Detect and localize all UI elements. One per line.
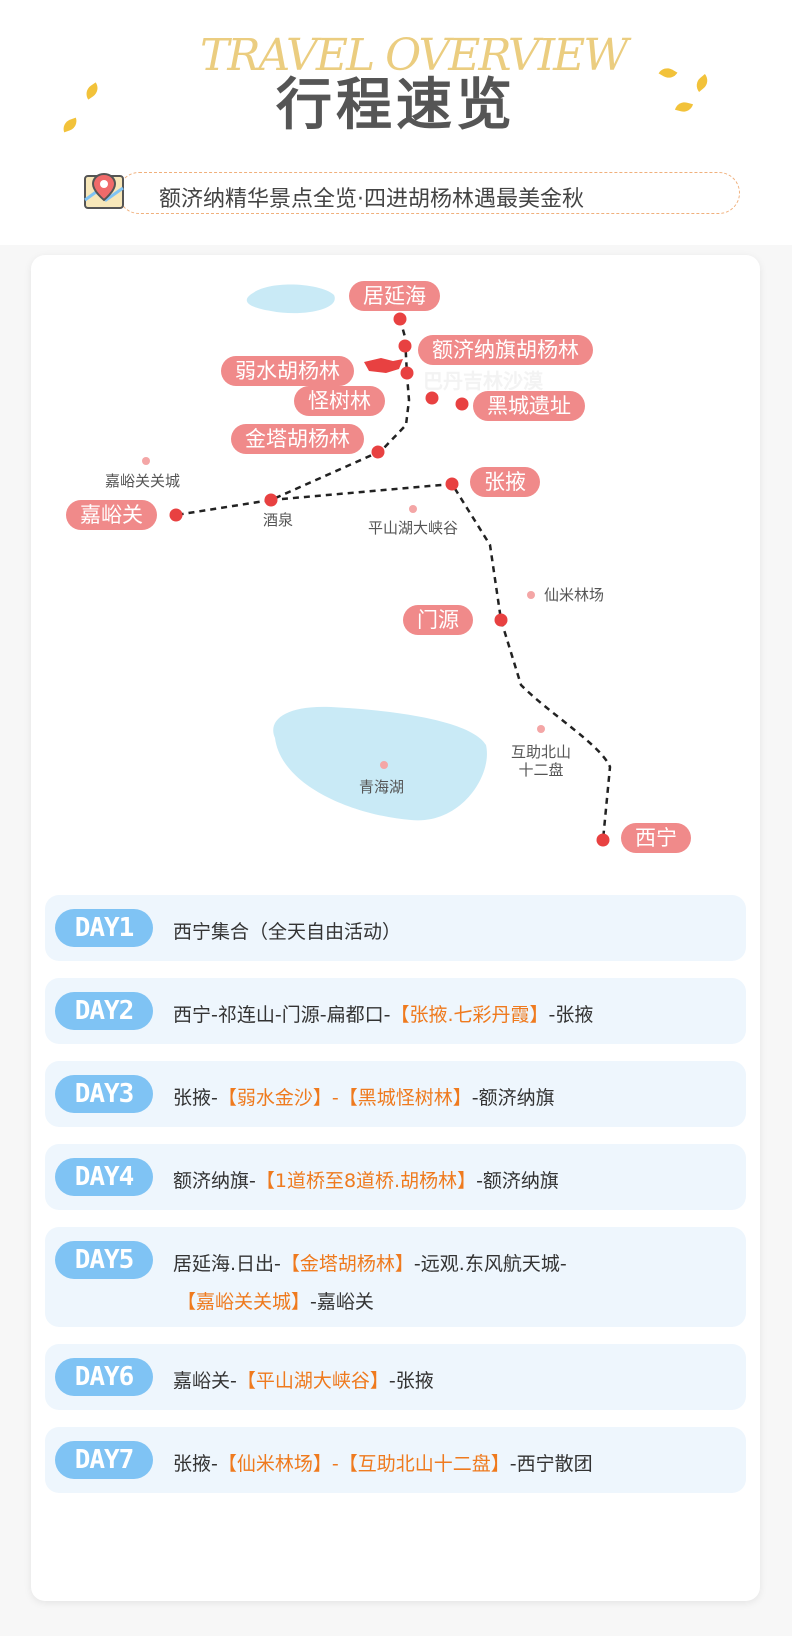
page-title: 行程速览 — [276, 73, 516, 138]
route-point — [445, 477, 459, 491]
subtitle-bar: 额济纳精华景点全览·四进胡杨林遇最美金秋 — [118, 172, 740, 214]
day-badge: DAY1 — [55, 909, 153, 947]
city-label-menyuan: 门源 — [403, 605, 473, 635]
day-badge: DAY2 — [55, 992, 153, 1030]
ruoshui-area — [364, 358, 403, 373]
route-point — [264, 493, 278, 507]
day-row-6: DAY6 嘉峪关-【平山湖大峡谷】-张掖 — [45, 1344, 746, 1410]
day-row-7: DAY7 张掖-【仙米林场】-【互助北山十二盘】-西宁散团 — [45, 1427, 746, 1493]
poi-dot — [527, 591, 535, 599]
city-label-xining: 西宁 — [621, 823, 691, 853]
juyanhai-lake — [246, 284, 335, 314]
route-point — [455, 397, 469, 411]
day-text-line2: 【嘉峪关关城】-嘉峪关 — [177, 1291, 374, 1313]
poi-label-qinghai-lake: 青海湖 — [359, 778, 405, 796]
subtitle: 额济纳精华景点全览·四进胡杨林遇最美金秋 — [159, 187, 584, 212]
day-row-2: DAY2 西宁-祁连山-门源-扁都口-【张掖.七彩丹霞】-张掖 — [45, 978, 746, 1044]
desert-label: 巴丹吉林沙漠 — [423, 369, 543, 393]
day-badge: DAY5 — [55, 1241, 153, 1279]
city-label-ruoshui: 弱水胡杨林 — [221, 356, 354, 386]
day-row-1: DAY1 西宁集合（全天自由活动） — [45, 895, 746, 961]
route-map-graphic — [142, 284, 612, 847]
header: TRAVEL OVERVIEW 行程速览 额济纳精华景点全览·四进胡杨林遇最美金… — [0, 0, 792, 245]
poi-label-huzhu: 互助北山 十二盘 — [511, 743, 572, 779]
day-text: 嘉峪关-【平山湖大峡谷】-张掖 — [173, 1370, 434, 1392]
city-label-jiayuguan: 嘉峪关 — [66, 500, 157, 530]
day-text: 西宁集合（全天自由活动） — [173, 921, 402, 943]
poi-dot — [409, 505, 417, 513]
city-label-jinta: 金塔胡杨林 — [231, 424, 364, 454]
day-row-3: DAY3 张掖-【弱水金沙】-【黑城怪树林】-额济纳旗 — [45, 1061, 746, 1127]
day-text: 额济纳旗-【1道桥至8道桥.胡杨林】-额济纳旗 — [173, 1170, 559, 1192]
route-point — [596, 833, 610, 847]
itinerary-card: 巴丹吉林沙漠 居延海 额济纳旗胡杨林 弱水胡杨林 怪树林 黑城遗址 金塔胡杨林 … — [31, 255, 760, 1601]
city-label-juyanhai: 居延海 — [349, 281, 440, 311]
route-point — [398, 339, 412, 353]
route-line — [270, 482, 612, 841]
script-title: TRAVEL OVERVIEW — [200, 30, 628, 81]
day-row-4: DAY4 额济纳旗-【1道桥至8道桥.胡杨林】-额济纳旗 — [45, 1144, 746, 1210]
route-point — [400, 366, 414, 380]
route-point — [371, 445, 385, 459]
poi-label-jiayuguan-city: 嘉峪关关城 — [105, 472, 181, 490]
route-point — [393, 312, 407, 326]
poi-dot — [380, 761, 388, 769]
route-point — [425, 391, 439, 405]
day-row-5: DAY5 居延海.日出-【金塔胡杨林】-远观.东风航天城- 【嘉峪关关城】-嘉峪… — [45, 1227, 746, 1327]
day-badge: DAY7 — [55, 1441, 153, 1479]
poi-label-jiuquan: 酒泉 — [263, 511, 294, 529]
route-point — [169, 508, 183, 522]
poi-dot — [537, 725, 545, 733]
day-badge: DAY4 — [55, 1158, 153, 1196]
day-badge: DAY6 — [55, 1358, 153, 1396]
poi-label-pingshanhu: 平山湖大峡谷 — [368, 519, 459, 537]
city-label-zhangye: 张掖 — [470, 467, 540, 497]
map-pin-icon — [84, 172, 124, 209]
route-map: 巴丹吉林沙漠 居延海 额济纳旗胡杨林 弱水胡杨林 怪树林 黑城遗址 金塔胡杨林 … — [31, 255, 760, 905]
city-label-guaishu: 怪树林 — [294, 386, 385, 416]
day-text: 张掖-【仙米林场】-【互助北山十二盘】-西宁散团 — [173, 1453, 593, 1475]
poi-dot — [142, 457, 150, 465]
poi-label-xianmi: 仙米林场 — [544, 586, 605, 604]
day-badge: DAY3 — [55, 1075, 153, 1113]
day-text: 居延海.日出-【金塔胡杨林】-远观.东风航天城- — [173, 1253, 567, 1275]
route-point — [494, 613, 508, 627]
route-line — [175, 318, 411, 517]
city-label-heicheng: 黑城遗址 — [473, 391, 585, 421]
day-text: 西宁-祁连山-门源-扁都口-【张掖.七彩丹霞】-张掖 — [173, 1004, 594, 1026]
city-label-ejina: 额济纳旗胡杨林 — [418, 335, 593, 365]
day-text: 张掖-【弱水金沙】-【黑城怪树林】-额济纳旗 — [173, 1087, 555, 1109]
qinghai-lake-shape — [273, 706, 487, 821]
